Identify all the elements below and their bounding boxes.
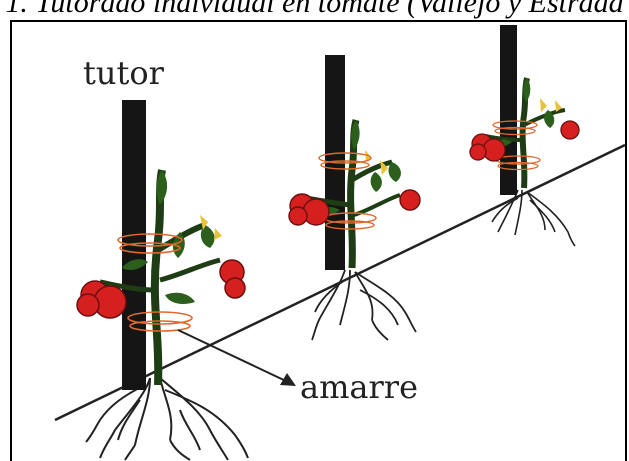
- roots-1: [86, 378, 248, 460]
- roots-2: [312, 270, 416, 340]
- plant-1: [77, 100, 248, 460]
- amarre-arrow-line: [178, 330, 288, 382]
- tomatoes-1: [77, 260, 245, 318]
- roots-3: [492, 190, 575, 246]
- label-tutor: tutor: [83, 54, 164, 92]
- label-amarre: amarre: [300, 368, 418, 406]
